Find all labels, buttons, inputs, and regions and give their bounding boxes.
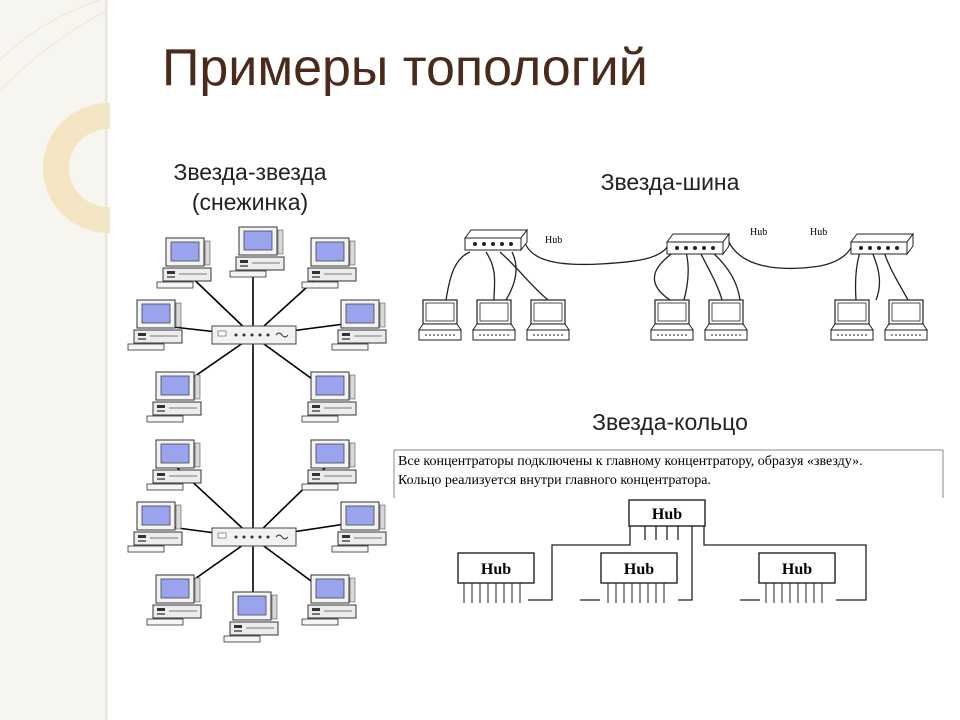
desktop-computer-icon (156, 237, 212, 289)
ring-hub-box-2 (600, 552, 678, 584)
desktop-computer-icon (301, 371, 357, 423)
laptop-icon (472, 299, 516, 341)
laptop-icon (884, 299, 928, 341)
desktop-computer-icon (127, 501, 183, 553)
laptop-icon (526, 299, 570, 341)
hub-icon (666, 233, 730, 255)
snowflake-diagram (127, 226, 387, 643)
desktop-computer-icon (127, 299, 183, 351)
star-ring-caption-line1: Все концентраторы подключены к главному … (398, 454, 863, 469)
hub-icon (464, 229, 528, 251)
snowflake-topology-label: Звезда-звезда (снежинка) (150, 157, 350, 217)
hub-icon (850, 233, 914, 255)
ring-hub-box-1 (457, 552, 535, 584)
bus-hub-label-3: Hub (810, 227, 827, 238)
snowflake-hub-bottom (211, 527, 297, 547)
laptop-icon (830, 299, 874, 341)
desktop-computer-icon (301, 439, 357, 491)
bus-hub-label-2: Hub (750, 227, 767, 238)
desktop-computer-icon (146, 574, 202, 626)
snowflake-hub-top (211, 325, 297, 345)
snowflake-label-line1: Звезда-звезда (173, 159, 327, 185)
desktop-computer-icon (301, 574, 357, 626)
decorative-ornament (0, 0, 110, 720)
snowflake-label-line2: (снежинка) (191, 189, 309, 215)
laptop-icon (704, 299, 748, 341)
main-hub-box (628, 499, 706, 527)
bus-hub-label-1: Hub (545, 235, 562, 246)
star-ring-diagram: Hub Hub Hub Hub (393, 449, 944, 603)
ring-hub-label-1: Hub (481, 561, 511, 578)
desktop-computer-icon (223, 591, 279, 643)
desktop-computer-icon (229, 226, 285, 278)
laptop-icon (418, 299, 462, 341)
star-bus-diagram: Hub Hub Hub (418, 227, 928, 341)
desktop-computer-icon (301, 237, 357, 289)
main-hub-label: Hub (652, 506, 682, 523)
star-ring-caption: Все концентраторы подключены к главному … (398, 452, 943, 490)
slide-title: Примеры топологий (162, 39, 648, 97)
star-ring-topology-label: Звезда-кольцо (592, 409, 748, 435)
laptop-icon (650, 299, 694, 341)
desktop-computer-icon (146, 439, 202, 491)
desktop-computer-icon (331, 501, 387, 553)
ring-hub-box-3 (758, 552, 836, 584)
desktop-computer-icon (146, 371, 202, 423)
star-bus-topology-label: Звезда-шина (600, 169, 740, 195)
star-ring-caption-line2: Кольцо реализуется внутри главного конце… (398, 473, 711, 488)
ring-hub-label-3: Hub (782, 561, 812, 578)
ring-hub-label-2: Hub (624, 561, 654, 578)
